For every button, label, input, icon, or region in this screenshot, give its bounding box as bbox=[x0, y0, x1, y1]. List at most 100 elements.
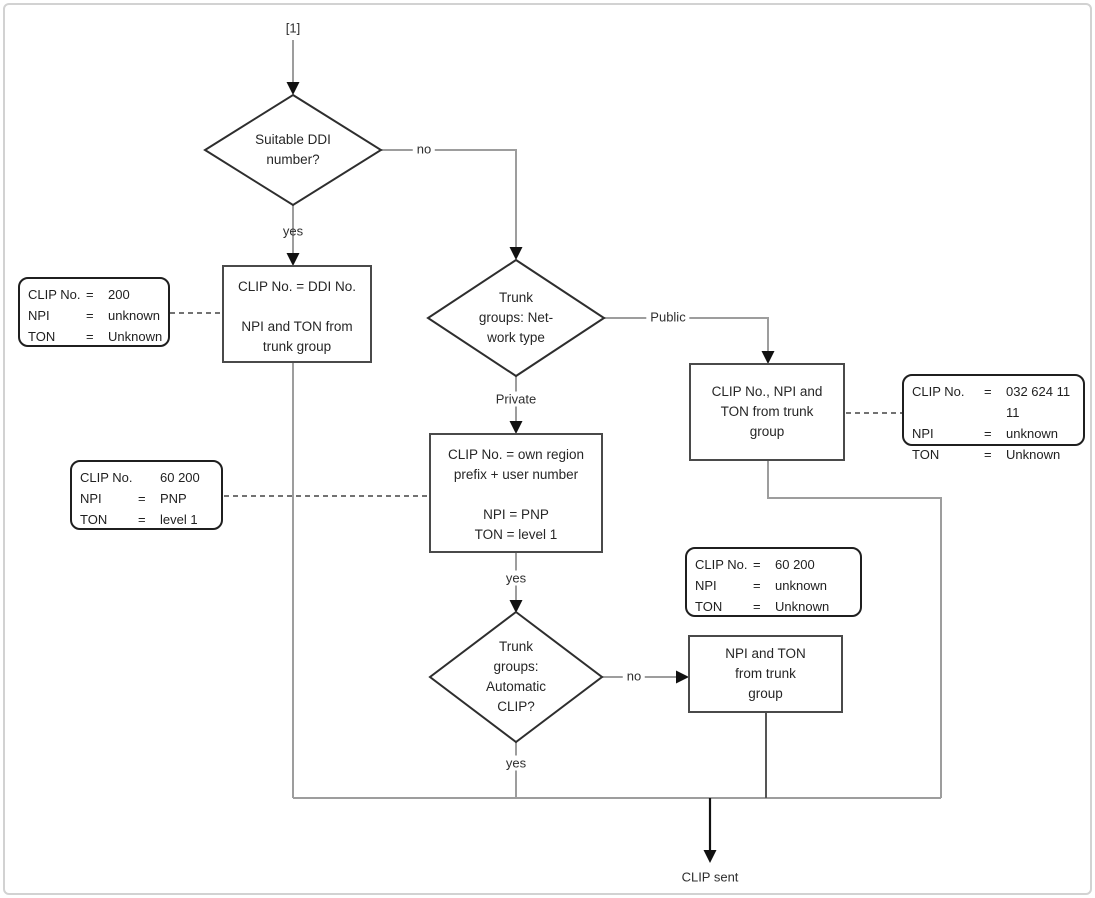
annotation-label: CLIP No. bbox=[28, 287, 81, 302]
annotation-eq: = bbox=[86, 287, 94, 302]
annotation-eq bbox=[138, 467, 160, 488]
annotation-label: TON bbox=[28, 329, 56, 344]
private-result-top1: CLIP No. = own region bbox=[448, 447, 584, 462]
decision-ddi-line1: Suitable DDI bbox=[255, 132, 331, 147]
process-box-noauto-result: NPI and TON from trunk group bbox=[688, 635, 843, 713]
noauto-result-line2: from trunk bbox=[735, 666, 796, 681]
decision-network-line1: Trunk bbox=[498, 290, 534, 305]
annotation-eq: = bbox=[86, 329, 94, 344]
private-result-bottom2: TON = level 1 bbox=[474, 527, 558, 542]
arrowhead-into-noauto-box bbox=[676, 670, 689, 684]
annotation-eq: = bbox=[86, 308, 94, 323]
private-result-bottom1: NPI = PNP bbox=[483, 507, 549, 522]
annotation-eq: = bbox=[753, 599, 761, 614]
branch-label-public: Public bbox=[646, 309, 690, 325]
noauto-result-line1: NPI and TON bbox=[725, 646, 806, 661]
arrowhead-into-private-box bbox=[509, 421, 523, 434]
annotation-label: CLIP No. bbox=[80, 470, 133, 485]
branch-label-no1: no bbox=[412, 141, 436, 157]
annotation-label: NPI bbox=[695, 578, 717, 593]
annotation-row: TON = Unknown bbox=[695, 596, 852, 617]
start-label: [1] bbox=[285, 20, 301, 36]
branch-label-yes3: yes bbox=[501, 755, 531, 771]
annotation-row: CLIP No. = 200 bbox=[28, 284, 160, 305]
annotation-label: NPI bbox=[912, 426, 934, 441]
annotation-value: Unknown bbox=[1006, 447, 1061, 462]
decision-network-line2: groups: Net- bbox=[478, 310, 554, 325]
decision-network-text: Trunk groups: Net- work type bbox=[479, 288, 553, 348]
annotation-row: CLIP No. = 60 200 bbox=[695, 554, 852, 575]
annotation-label: CLIP No. bbox=[912, 384, 965, 399]
process-box-public-result: CLIP No., NPI and TON from trunk group bbox=[689, 363, 845, 461]
annotation-box-noauto-example: CLIP No. = 60 200 NPI = unknown TON = Un… bbox=[685, 547, 862, 617]
annotation-row: NPI = unknown bbox=[28, 305, 160, 326]
annotation-eq: = bbox=[138, 512, 146, 527]
annotation-box-ddi-example: CLIP No. = 200 NPI = unknown TON = Unkno… bbox=[18, 277, 170, 347]
annotation-row: NPI = unknown bbox=[695, 575, 852, 596]
decision-autoclip-line4: CLIP? bbox=[497, 699, 535, 714]
arrowhead-into-ddi-diamond bbox=[286, 82, 300, 95]
decision-autoclip-diamond bbox=[428, 610, 604, 744]
public-result-line1: CLIP No., NPI and bbox=[711, 384, 823, 399]
ddi-result-bottom2: trunk group bbox=[262, 339, 332, 354]
annotation-value: 032 624 11 11 bbox=[1006, 384, 1071, 420]
public-result-line3: group bbox=[749, 424, 785, 439]
arrowhead-into-autoclip-diamond bbox=[509, 600, 523, 613]
annotation-row: CLIP No. 60 200 bbox=[80, 467, 213, 488]
annotation-box-public-example: CLIP No. = 032 624 11 11 NPI = unknown T… bbox=[902, 374, 1085, 462]
branch-label-no2: no bbox=[622, 668, 646, 684]
decision-autoclip-line1: Trunk bbox=[498, 639, 533, 654]
decision-autoclip-text: Trunk groups: Automatic CLIP? bbox=[486, 637, 546, 717]
annotation-row: NPI = unknown bbox=[912, 423, 1075, 444]
decision-autoclip-line2: groups: bbox=[493, 659, 539, 674]
decision-ddi-text: Suitable DDI number? bbox=[255, 130, 331, 170]
public-result-line2: TON from trunk bbox=[720, 404, 814, 419]
annotation-label: TON bbox=[80, 512, 108, 527]
noauto-result-line3: group bbox=[748, 686, 783, 701]
annotation-value: unknown bbox=[775, 578, 828, 593]
annotation-value: 200 bbox=[108, 287, 130, 302]
annotation-row: NPI = PNP bbox=[80, 488, 213, 509]
annotation-eq: = bbox=[984, 426, 992, 441]
annotation-label: NPI bbox=[28, 308, 50, 323]
annotation-eq: = bbox=[984, 384, 992, 399]
annotation-eq: = bbox=[984, 447, 992, 462]
annotation-row: TON = Unknown bbox=[912, 444, 1075, 465]
annotation-value: level 1 bbox=[160, 512, 198, 527]
annotation-value: PNP bbox=[160, 491, 187, 506]
decision-network-line3: work type bbox=[487, 330, 545, 345]
annotation-row: CLIP No. = 032 624 11 11 bbox=[912, 381, 1075, 423]
annotation-row: TON = Unknown bbox=[28, 326, 163, 347]
decision-network-diamond bbox=[426, 258, 606, 378]
private-result-top2: prefix + user number bbox=[453, 467, 579, 482]
annotation-value: 60 200 bbox=[160, 470, 200, 485]
annotation-label: TON bbox=[912, 447, 940, 462]
end-label: CLIP sent bbox=[681, 869, 739, 885]
annotation-eq: = bbox=[138, 491, 146, 506]
annotation-label: NPI bbox=[80, 491, 102, 506]
annotation-eq: = bbox=[753, 578, 761, 593]
annotation-label: CLIP No. bbox=[695, 557, 748, 572]
decision-autoclip-line3: Automatic bbox=[485, 679, 547, 694]
annotation-value: Unknown bbox=[108, 329, 163, 344]
decision-ddi-diamond bbox=[203, 93, 383, 207]
branch-label-yes1: yes bbox=[282, 223, 304, 239]
decision-ddi-line2: number? bbox=[266, 152, 320, 167]
annotation-value: unknown bbox=[1006, 426, 1059, 441]
arrowhead-into-public-box bbox=[761, 351, 775, 364]
ddi-result-top: CLIP No. = DDI No. bbox=[238, 279, 356, 294]
branch-label-private: Private bbox=[491, 391, 541, 407]
arrowhead-clip-sent bbox=[703, 850, 717, 863]
branch-label-yes2: yes bbox=[501, 570, 531, 586]
ddi-result-bottom1: NPI and TON from bbox=[241, 319, 353, 334]
annotation-eq: = bbox=[753, 557, 761, 572]
annotation-label: TON bbox=[695, 599, 723, 614]
connector-publicbox-to-merge bbox=[767, 461, 942, 798]
process-box-ddi-result: CLIP No. = DDI No. NPI and TON from trun… bbox=[222, 265, 372, 363]
process-box-private-result: CLIP No. = own region prefix + user numb… bbox=[429, 433, 603, 553]
annotation-row: TON = level 1 bbox=[80, 509, 213, 530]
annotation-value: 60 200 bbox=[775, 557, 815, 572]
arrowhead-into-network-diamond bbox=[509, 247, 523, 260]
